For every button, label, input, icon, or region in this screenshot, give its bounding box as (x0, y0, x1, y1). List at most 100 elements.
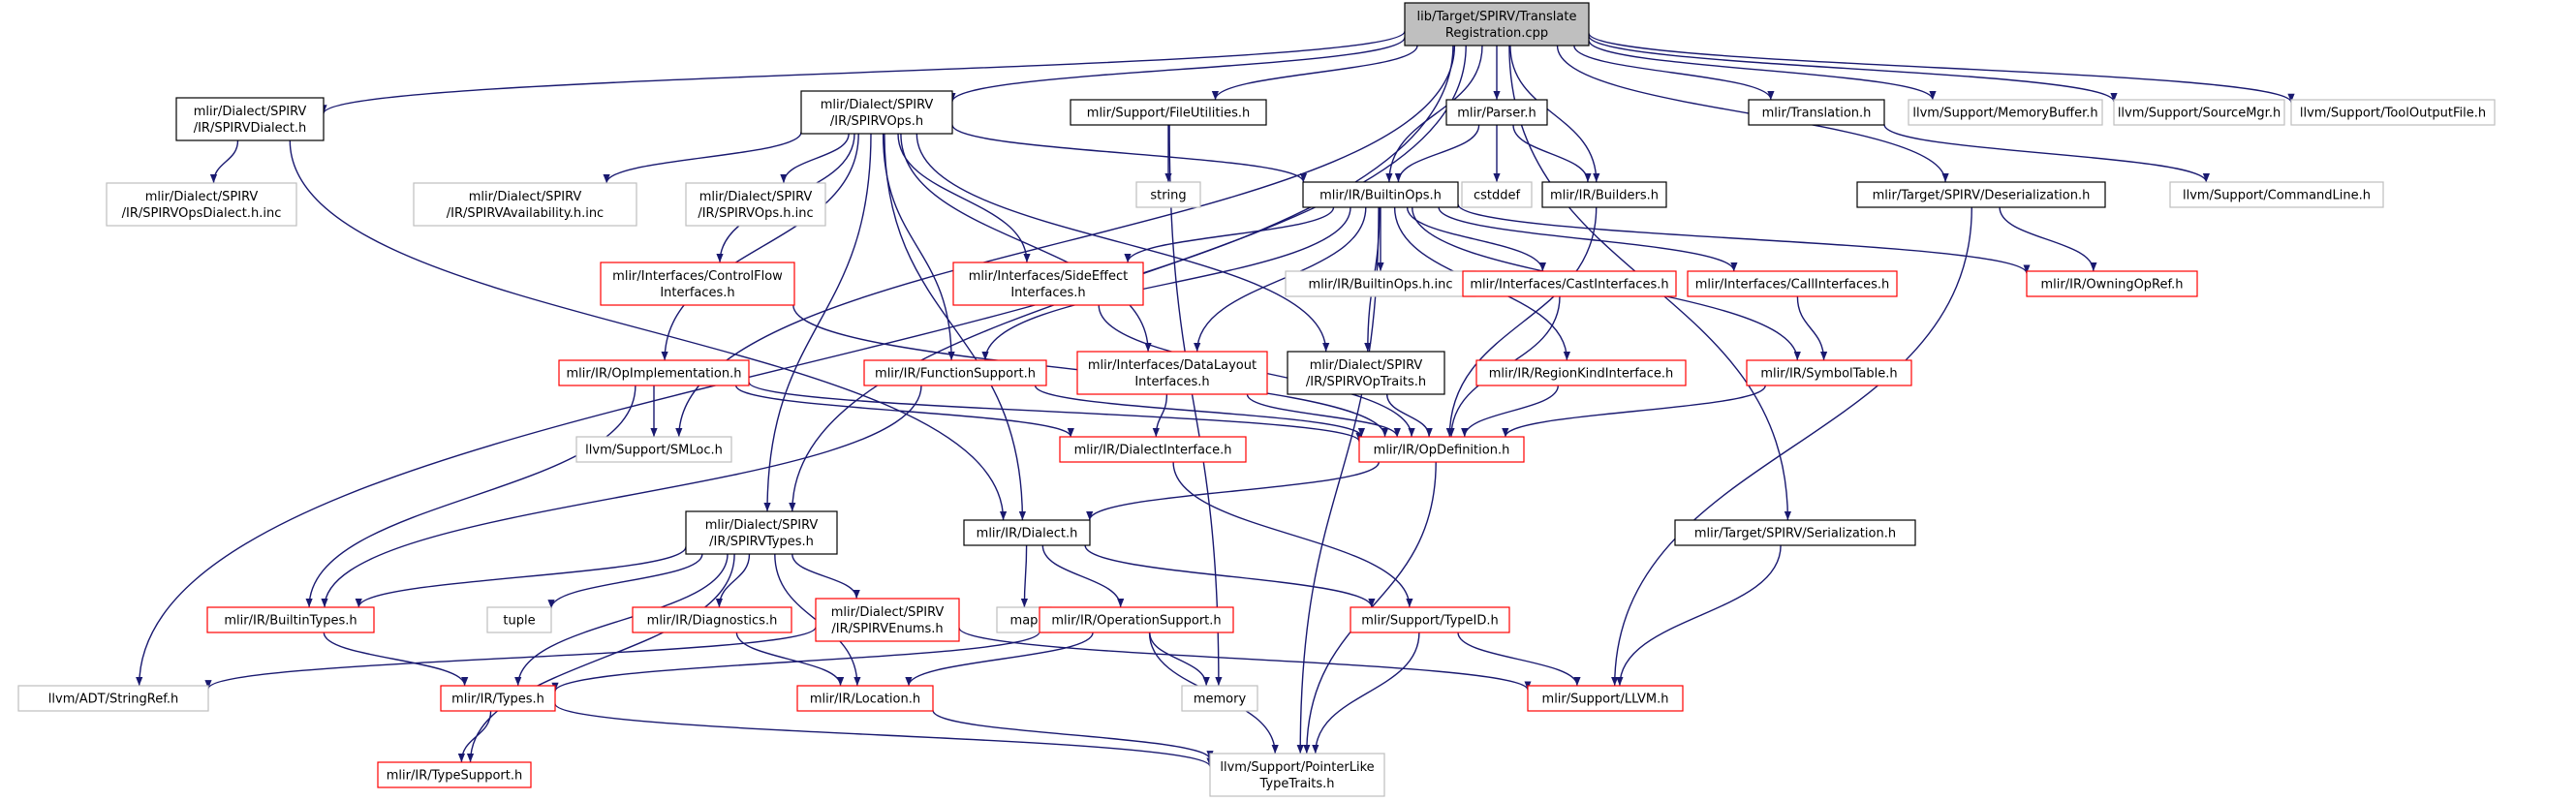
node-label: mlir/IR/FunctionSupport.h (875, 367, 1036, 382)
edge-spirvops-to-spirvopsinc (780, 133, 850, 184)
node-serialization[interactable]: mlir/Target/SPIRV/Serialization.h (1674, 519, 1916, 546)
edge-path (1386, 393, 1433, 438)
edge-builtinops-to-callinterfaces (1438, 206, 1738, 272)
node-fileutilities[interactable]: mlir/Support/FileUtilities.h (1070, 99, 1267, 126)
node-label: mlir/IR/DialectInterface.h (1074, 444, 1232, 458)
node-operationsupport[interactable]: mlir/IR/OperationSupport.h (1039, 606, 1234, 633)
node-callinterfaces[interactable]: mlir/Interfaces/CallInterfaces.h (1687, 270, 1898, 297)
node-label: Interfaces.h (660, 286, 734, 300)
edge-builtinops-to-sideeffect (1124, 206, 1335, 263)
edge-path (1588, 32, 2295, 104)
node-box (1039, 606, 1234, 633)
edge-root-to-fileutilities (1211, 45, 1418, 101)
edge-opimplementation-to-builtintypes (305, 385, 636, 608)
node-diagnostics[interactable]: mlir/IR/Diagnostics.h (632, 606, 792, 633)
node-availabilityinc: mlir/Dialect/SPIRV/IR/SPIRVAvailability.… (413, 182, 637, 227)
node-label: mlir/Dialect/SPIRV (1310, 358, 1423, 373)
node-symboltable[interactable]: mlir/IR/SymbolTable.h (1746, 359, 1912, 386)
edge-path (897, 133, 1031, 263)
edge-path (1406, 206, 1546, 272)
edge-spirvops-to-spirvoptraits (916, 133, 1330, 353)
edge-layer (136, 30, 2295, 767)
node-tooloutputfile: llvm/Support/ToolOutputFile.h (2290, 99, 2496, 126)
node-functionsupport[interactable]: mlir/IR/FunctionSupport.h (863, 359, 1047, 386)
node-castinterfaces[interactable]: mlir/Interfaces/CastInterfaces.h (1462, 270, 1677, 297)
node-spirvops[interactable]: mlir/Dialect/SPIRV/IR/SPIRVOps.h (800, 90, 953, 135)
node-root[interactable]: lib/Target/SPIRV/TranslateRegistration.c… (1404, 2, 1590, 46)
node-owningopref[interactable]: mlir/IR/OwningOpRef.h (2026, 270, 2198, 297)
node-box (963, 519, 1091, 546)
node-label: mlir/IR/RegionKindInterface.h (1489, 367, 1674, 382)
edge-root-to-spirvdialect (320, 30, 1406, 114)
node-memory: memory (1181, 685, 1258, 712)
node-label: mlir/Interfaces/ControlFlow (612, 269, 783, 284)
edge-path (958, 627, 1532, 691)
node-location[interactable]: mlir/IR/Location.h (796, 685, 934, 712)
edge-datalayout-to-opdefinition (1246, 393, 1401, 438)
edge-path (1445, 206, 1598, 438)
node-builtinops[interactable]: mlir/IR/BuiltinOps.h (1302, 181, 1459, 208)
node-spirvdialect[interactable]: mlir/Dialect/SPIRV/IR/SPIRVDialect.h (175, 97, 325, 141)
node-label: mlir/IR/BuiltinOps.h (1319, 189, 1442, 203)
node-box (413, 182, 637, 227)
node-label: mlir/IR/BuiltinTypes.h (224, 614, 357, 629)
node-label: mlir/Dialect/SPIRV (145, 190, 259, 204)
edge-path (551, 631, 1040, 693)
node-spirvoptraits[interactable]: mlir/Dialect/SPIRV/IR/SPIRVOpTraits.h (1287, 351, 1445, 395)
node-box (206, 606, 375, 633)
edge-translation-to-commandline (1883, 124, 2210, 183)
node-llvm[interactable]: mlir/Support/LLVM.h (1527, 685, 1684, 712)
edge-deserialization-to-llvm (1611, 206, 1972, 687)
edge-spirvtypes-to-typesupport (466, 553, 735, 763)
edge-root-to-memorybuffer (1588, 40, 1937, 101)
edge-root-to-spirvops (948, 37, 1406, 103)
node-opdefinition[interactable]: mlir/IR/OpDefinition.h (1358, 436, 1525, 463)
node-typeid[interactable]: mlir/Support/TypeID.h (1350, 606, 1510, 633)
edge-spirvops-to-opimplementation (661, 133, 859, 361)
edge-path (1883, 124, 2210, 183)
node-builtintypes[interactable]: mlir/IR/BuiltinTypes.h (206, 606, 375, 633)
edge-diagnostics-to-location (735, 632, 845, 687)
edge-path (1457, 632, 1581, 687)
node-types[interactable]: mlir/IR/Types.h (440, 685, 556, 712)
node-label: mlir/Interfaces/SideEffect (969, 269, 1129, 284)
node-dialectinterface[interactable]: mlir/IR/DialectInterface.h (1059, 436, 1247, 463)
node-label: mlir/IR/SymbolTable.h (1760, 367, 1897, 382)
edge-spirvops-to-functionsupport (882, 133, 955, 361)
edge-fileutilities-to-memory (1168, 124, 1223, 687)
edge-path (355, 546, 687, 608)
edge-spirvoptraits-to-opdefinition (1386, 393, 1433, 438)
node-box (1746, 359, 1912, 386)
node-deserialization[interactable]: mlir/Target/SPIRV/Deserialization.h (1856, 181, 2106, 208)
node-label: mlir/IR/OpImplementation.h (567, 367, 742, 382)
node-label: mlir/Target/SPIRV/Deserialization.h (1873, 189, 2091, 203)
node-spirvopsinc: mlir/Dialect/SPIRV/IR/SPIRVOps.h.inc (685, 182, 826, 227)
edge-path (457, 710, 492, 763)
edge-builtinops-to-datalayout (1194, 206, 1367, 353)
node-parser[interactable]: mlir/Parser.h (1445, 99, 1548, 126)
node-regionkind[interactable]: mlir/IR/RegionKindInterface.h (1475, 359, 1687, 386)
edge-path (715, 553, 751, 608)
node-translation[interactable]: mlir/Translation.h (1748, 99, 1885, 126)
node-opimplementation[interactable]: mlir/IR/OpImplementation.h (558, 359, 750, 386)
node-label: Registration.cpp (1445, 26, 1548, 41)
node-box (377, 761, 532, 788)
edge-root-to-translation (1573, 45, 1775, 101)
node-cstddef: cstddef (1461, 181, 1533, 208)
edge-builtinops-to-functionsupport (981, 206, 1351, 361)
node-spirvenums[interactable]: mlir/Dialect/SPIRV/IR/SPIRVEnums.h (815, 598, 960, 642)
node-typesupport[interactable]: mlir/IR/TypeSupport.h (377, 761, 532, 788)
edge-path (320, 30, 1406, 114)
edge-path (884, 133, 1026, 521)
node-dialect[interactable]: mlir/IR/Dialect.h (963, 519, 1091, 546)
edge-spirvops-to-availabilityinc (603, 132, 802, 184)
edge-location-to-pointerlike (932, 710, 1214, 760)
node-box (1687, 270, 1898, 297)
edge-path (981, 206, 1351, 361)
node-spirvtypes[interactable]: mlir/Dialect/SPIRV/IR/SPIRVTypes.h (685, 510, 838, 555)
node-builders[interactable]: mlir/IR/Builders.h (1541, 181, 1667, 208)
